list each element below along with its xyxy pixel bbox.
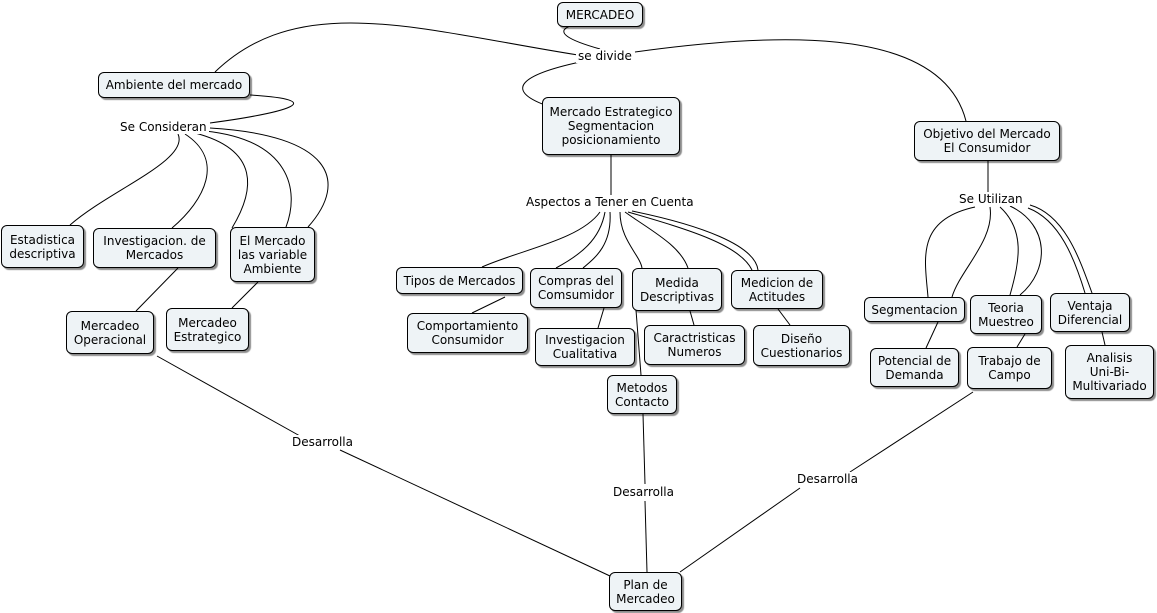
link-seutilizan-ventaja-a: [1027, 207, 1086, 294]
link-teoria-trabajo: [1016, 333, 1026, 348]
link-mercadeo-sedivide: [563, 25, 601, 50]
link-seutilizan-segmentacion-a: [925, 206, 976, 298]
link-operacional-desarrolla: [156, 355, 301, 437]
label-aspectos: Aspectos a Tener en Cuenta: [524, 195, 696, 209]
node-segmentacion: Segmentacion: [864, 297, 965, 322]
node-mercadeo-operacional: Mercadeo Operacional: [66, 311, 154, 354]
link-aspectos-medida-a: [619, 211, 643, 269]
node-mercadeo: MERCADEO: [557, 2, 643, 27]
link-seconsideran-investigacion: [171, 133, 208, 229]
link-aspectos-compras-b: [582, 211, 611, 269]
label-se-divide: se divide: [576, 49, 634, 63]
link-elmercado-estrategico: [231, 281, 259, 309]
link-compras-comportamiento: [471, 296, 506, 314]
node-teoria-muestreo: Teoria Muestreo: [970, 295, 1042, 334]
node-investigacion-mercados: Investigacion. de Mercados: [93, 228, 216, 268]
link-seconsideran-elmercado-b: [204, 130, 292, 228]
link-aspectos-medicion-b: [631, 210, 759, 271]
node-investigacion-cualitativa: Investigacion Cualitativa: [535, 328, 635, 366]
node-trabajo-de-campo: Trabajo de Campo: [967, 347, 1052, 389]
node-plan-de-mercadeo: Plan de Mercadeo: [609, 572, 682, 611]
label-desarrolla-left: Desarrolla: [290, 435, 355, 449]
node-tipos-de-mercados: Tipos de Mercados: [396, 267, 523, 294]
label-se-consideran: Se Consideran: [118, 120, 209, 134]
node-medicion-de-actitudes: Medicion de Actitudes: [731, 270, 823, 309]
link-seconsideran-elmercado-a: [194, 132, 249, 229]
link-aspectos-medicion-a: [627, 211, 753, 271]
link-seutilizan-ventaja-b: [1029, 204, 1093, 294]
node-caractristicas-numeros: Caractristicas Numeros: [644, 325, 745, 365]
link-investigacion-operacional: [135, 267, 179, 312]
node-estadistica-descriptiva: Estadistica descriptiva: [1, 225, 84, 268]
link-ventaja-analisis: [1101, 331, 1106, 346]
link-sedivide-estrategico: [522, 61, 581, 106]
link-desarrolla-plan-right: [679, 487, 801, 573]
node-el-mercado: El Mercado las variable Ambiente: [230, 227, 315, 282]
label-desarrolla-center: Desarrolla: [611, 485, 676, 499]
link-seutilizan-segmentacion-b: [951, 206, 991, 298]
link-ambiente-seconsideran: [209, 94, 295, 124]
link-segmentacion-potencial: [925, 321, 939, 349]
link-trabajo-desarrolla: [849, 391, 974, 473]
link-aspectos-tipos: [481, 211, 601, 268]
link-seutilizan-teoria-a: [999, 206, 1019, 296]
node-ambiente-del-mercado: Ambiente del mercado: [98, 72, 250, 98]
node-compras-del-consumidor: Compras del Comsumidor: [530, 268, 622, 308]
link-desarrolla-plan-center: [644, 500, 648, 573]
node-analisis-multivariado: Analisis Uni-Bi- Multivariado: [1065, 345, 1154, 399]
link-seconsideran-estadistica: [69, 133, 180, 226]
link-compras-cualitativa: [597, 307, 605, 329]
link-aspectos-medida-b: [624, 211, 689, 269]
label-desarrolla-right: Desarrolla: [795, 472, 860, 486]
node-mercadeo-estrategico: Mercadeo Estrategico: [166, 308, 249, 351]
link-medida-metodos: [635, 309, 642, 376]
link-seconsideran-elmercado-c: [209, 127, 329, 228]
link-medicion-diseno: [777, 308, 791, 326]
link-medida-caractristicas: [689, 310, 695, 326]
node-ventaja-diferencial: Ventaja Diferencial: [1050, 293, 1130, 332]
link-desarrolla-plan-left: [339, 449, 611, 577]
node-metodos-contacto: Metodos Contacto: [607, 375, 677, 414]
node-medida-descriptivas: Medida Descriptivas: [632, 268, 722, 311]
node-diseno-cuestionarios: Diseño Cuestionarios: [753, 325, 850, 366]
node-potencial-de-demanda: Potencial de Demanda: [870, 348, 959, 387]
link-seutilizan-teoria-b: [1009, 205, 1042, 296]
link-sedivide-ambiente: [214, 22, 579, 73]
link-metodos-desarrolla: [642, 413, 646, 485]
label-se-utilizan: Se Utilizan: [957, 192, 1025, 206]
link-sedivide-objetivo: [634, 39, 967, 122]
node-objetivo-del-mercado: Objetivo del Mercado El Consumidor: [914, 121, 1060, 161]
node-comportamiento-consumidor: Comportamiento Consumidor: [407, 313, 528, 353]
node-mercado-estrategico: Mercado Estrategico Segmentacion posicio…: [542, 97, 680, 155]
link-aspectos-compras-a: [555, 211, 606, 269]
